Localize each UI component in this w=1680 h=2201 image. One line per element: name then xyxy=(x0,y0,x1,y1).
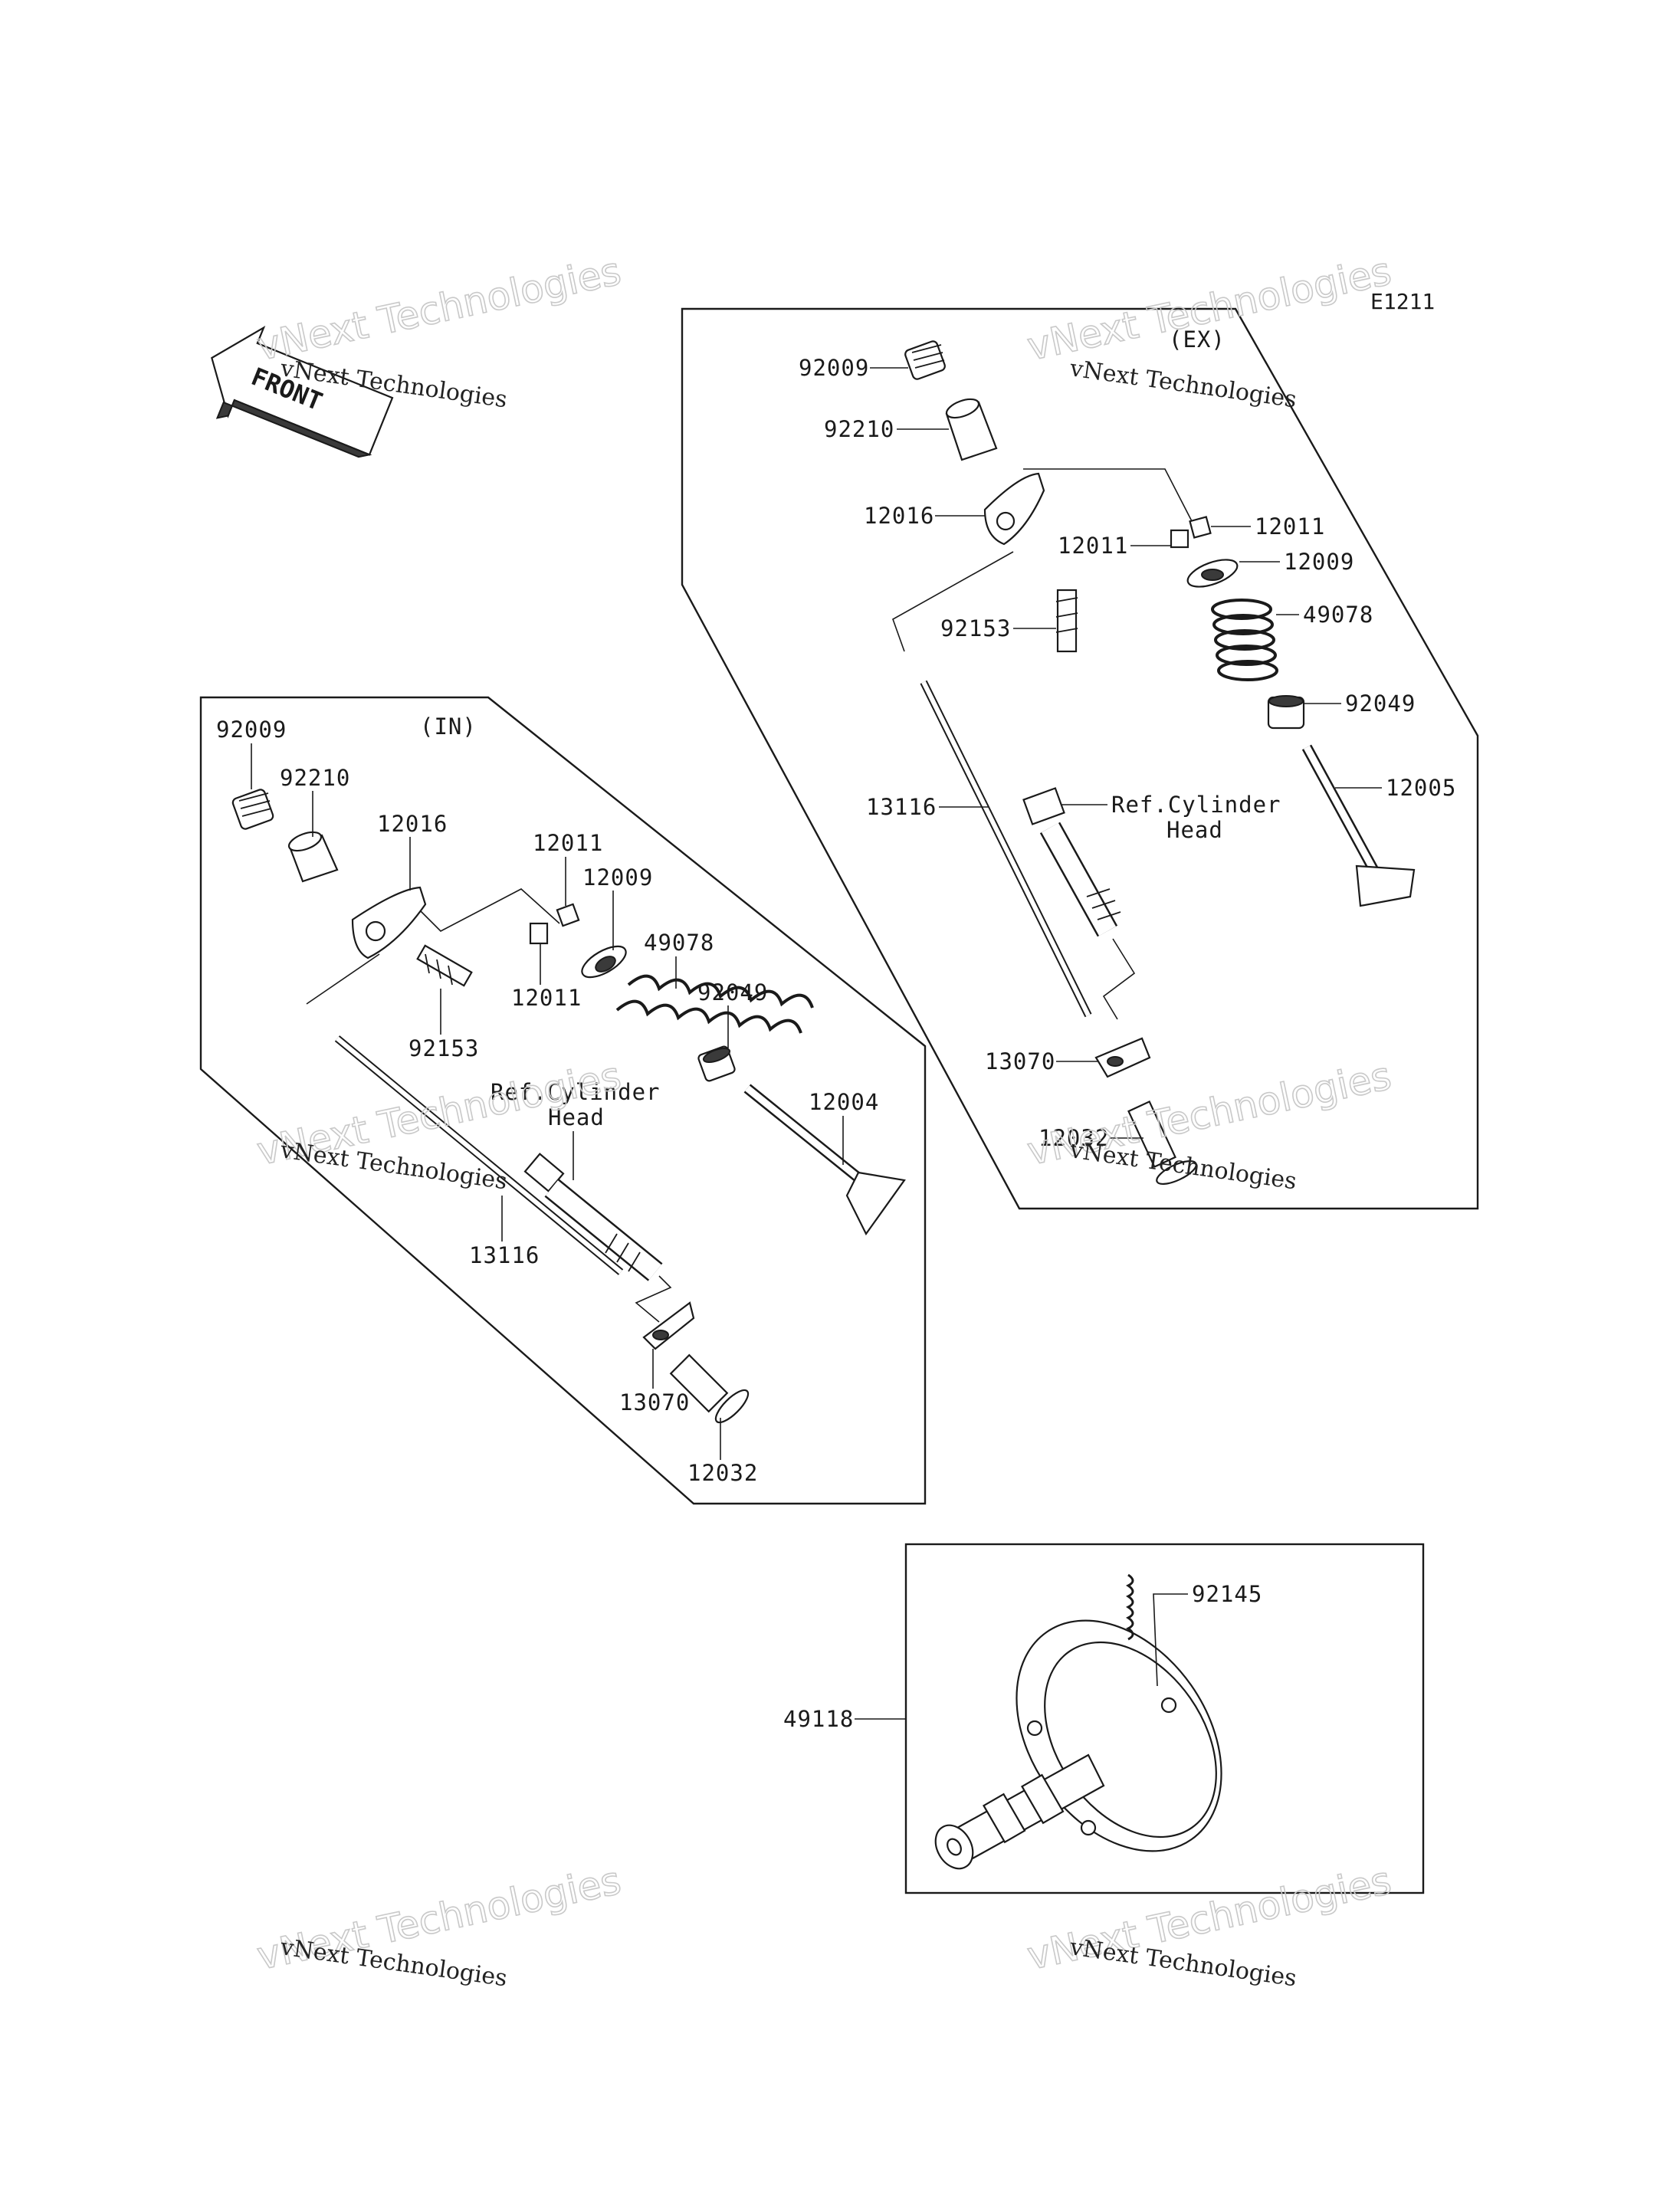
intake-label-12011-a: 12011 xyxy=(533,830,603,856)
intake-spring-retainer xyxy=(581,945,627,979)
exhaust-keeper-a xyxy=(1189,516,1212,539)
intake-ref-line2: Head xyxy=(548,1104,605,1130)
exhaust-tappet xyxy=(1127,1100,1197,1186)
exhaust-label-12009: 12009 xyxy=(1284,549,1354,575)
intake-label-12016: 12016 xyxy=(377,811,448,837)
watermark-6: vNext Technologies vNext Technologies xyxy=(1023,1858,1396,1993)
intake-label-92009: 92009 xyxy=(216,717,287,743)
intake-nut xyxy=(287,831,339,883)
exhaust-label-12032: 12032 xyxy=(1039,1125,1109,1151)
cam-label-92145: 92145 xyxy=(1192,1581,1262,1607)
exhaust-stud xyxy=(1055,589,1078,653)
intake-stud xyxy=(416,944,473,987)
exhaust-keeper-b xyxy=(1170,529,1189,549)
intake-valve-spring xyxy=(615,974,814,1034)
intake-keeper-b xyxy=(529,922,549,945)
svg-text:vNext Technologies: vNext Technologies xyxy=(1068,1137,1298,1195)
intake-valve xyxy=(743,1084,906,1236)
exhaust-ref-bolt xyxy=(1022,787,1121,937)
exhaust-label-12011-a: 12011 xyxy=(1255,513,1325,540)
exhaust-label-13116: 13116 xyxy=(866,794,937,820)
exhaust-adjust-nut xyxy=(904,340,946,380)
intake-label-92153: 92153 xyxy=(409,1035,479,1061)
exhaust-label-13070: 13070 xyxy=(985,1048,1055,1074)
intake-label-92049: 92049 xyxy=(697,979,768,1005)
intake-valve-seal xyxy=(697,1045,736,1082)
intake-group-title: (IN) xyxy=(420,713,477,740)
exhaust-group-title: (EX) xyxy=(1169,326,1226,353)
intake-label-13116: 13116 xyxy=(469,1242,540,1268)
exhaust-label-92009: 92009 xyxy=(799,355,869,381)
intake-label-92210: 92210 xyxy=(280,765,350,791)
exhaust-ref-line1: Ref.Cylinder xyxy=(1111,792,1281,818)
exhaust-valve-spring xyxy=(1211,599,1278,681)
exhaust-group-frame xyxy=(681,307,1479,1210)
exhaust-push-rod-guide xyxy=(1094,1037,1151,1078)
exhaust-valve-seal xyxy=(1267,695,1305,730)
intake-tappet xyxy=(669,1353,750,1424)
front-arrow-icon: FRONT xyxy=(211,325,394,458)
exhaust-label-92049: 92049 xyxy=(1345,690,1416,717)
svg-text:vNext Technologies: vNext Technologies xyxy=(253,249,625,369)
intake-group-frame xyxy=(199,696,927,1505)
watermark-5: vNext Technologies vNext Technologies xyxy=(253,1858,625,1993)
exhaust-label-12011-b: 12011 xyxy=(1058,533,1128,559)
exhaust-label-12005: 12005 xyxy=(1386,775,1456,801)
diagram-code: E1211 xyxy=(1370,289,1435,314)
watermark-2: vNext Technologies vNext Technologies xyxy=(1023,248,1396,414)
exhaust-rocker-arm xyxy=(983,472,1045,546)
intake-label-12009: 12009 xyxy=(582,864,653,891)
camshaft xyxy=(934,1753,1105,1870)
intake-label-12032: 12032 xyxy=(687,1460,758,1486)
exhaust-nut xyxy=(945,398,998,461)
exhaust-label-92210: 92210 xyxy=(824,416,894,442)
cam-label-49118: 49118 xyxy=(783,1706,854,1732)
exhaust-ref-line2: Head xyxy=(1166,817,1223,843)
intake-label-49078: 49078 xyxy=(644,930,714,956)
intake-push-rod-guide xyxy=(642,1301,695,1350)
svg-text:vNext Technologies: vNext Technologies xyxy=(1068,355,1298,413)
exhaust-spring-retainer xyxy=(1186,559,1239,588)
intake-ref-bolt xyxy=(523,1153,663,1281)
intake-keeper-a xyxy=(556,903,580,927)
intake-label-12011-b: 12011 xyxy=(511,985,582,1011)
watermark-4: vNext Technologies vNext Technologies xyxy=(1023,1053,1396,1196)
intake-label-13070: 13070 xyxy=(619,1389,690,1415)
intake-adjust-nut xyxy=(231,789,274,830)
exhaust-label-12016: 12016 xyxy=(864,503,934,529)
intake-ref-line1: Ref.Cylinder xyxy=(491,1079,661,1105)
exhaust-valve xyxy=(1301,744,1416,907)
camshaft-spring xyxy=(1126,1573,1134,1641)
intake-push-rod xyxy=(334,1035,624,1275)
intake-label-12004: 12004 xyxy=(809,1089,879,1115)
exhaust-label-92153: 92153 xyxy=(940,615,1011,641)
exhaust-label-49078: 49078 xyxy=(1303,602,1373,628)
exhaust-push-rod xyxy=(920,680,1092,1018)
intake-rocker-arm xyxy=(351,886,427,959)
